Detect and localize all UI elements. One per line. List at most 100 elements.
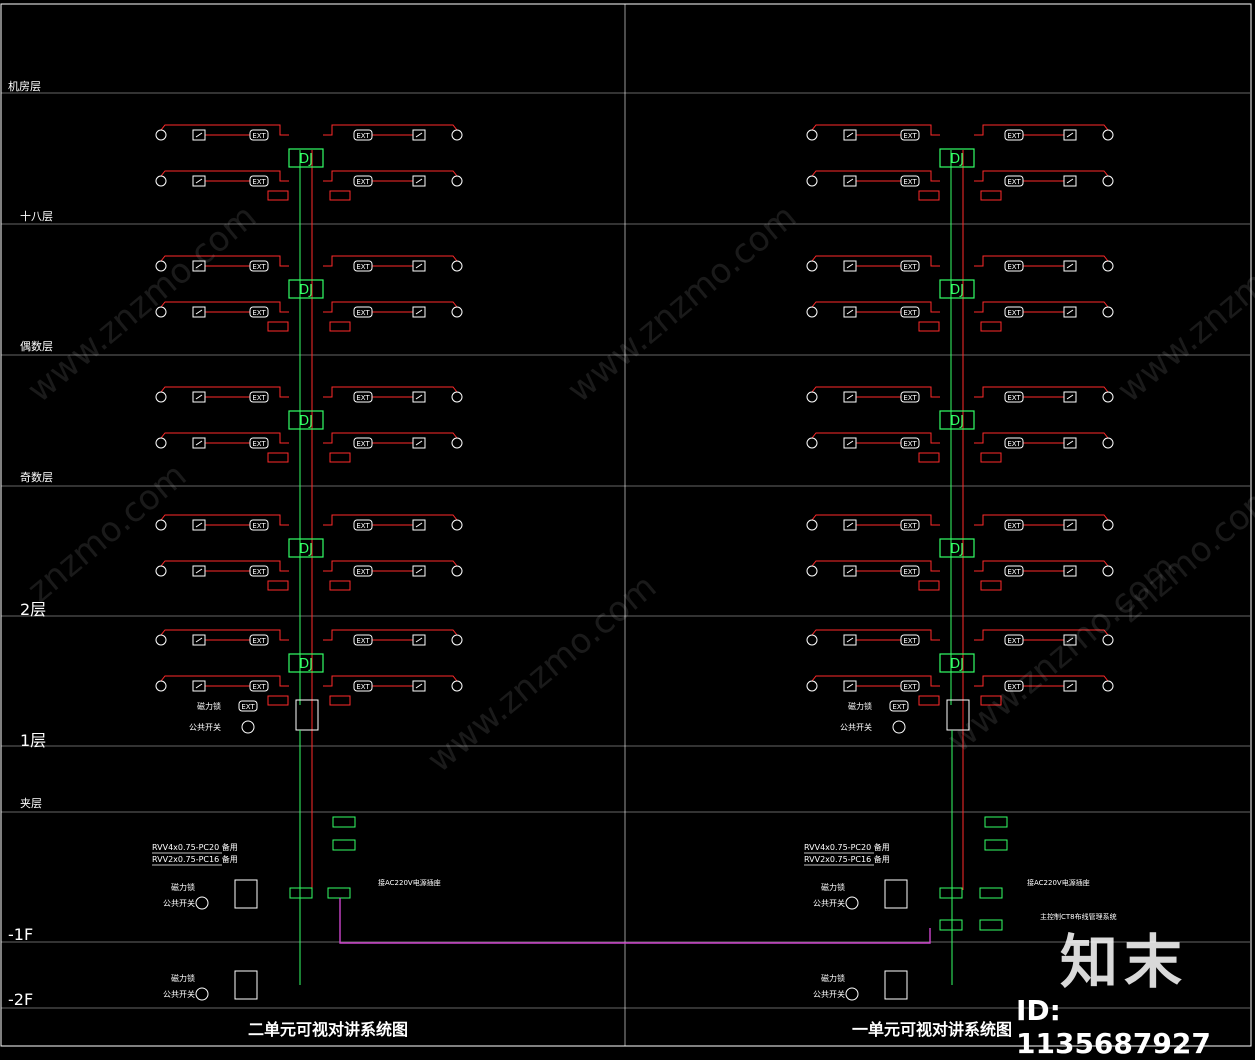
junction-box — [329, 321, 351, 332]
extension-icon — [249, 306, 269, 318]
branch-wire — [323, 514, 458, 526]
extension-label: EXT — [1007, 394, 1021, 402]
terminal-icon — [451, 391, 463, 403]
extension-icon — [1004, 565, 1024, 577]
terminal-icon — [806, 391, 818, 403]
branch-wire — [160, 514, 289, 526]
extension-label: EXT — [356, 132, 370, 140]
distributor-label: DJ — [299, 542, 313, 557]
branch-wire — [160, 124, 289, 136]
extension-icon — [249, 129, 269, 141]
extension-icon — [1004, 680, 1024, 692]
indoor-unit-mark — [846, 178, 854, 184]
indoor-unit-mark — [846, 394, 854, 400]
indoor-unit-icon — [412, 306, 426, 318]
indoor-unit-mark — [846, 683, 854, 689]
distributor-box — [939, 148, 975, 168]
extension-label: EXT — [903, 394, 917, 402]
cable-label-2: RVV2x0.75-PC16 备用 — [804, 854, 890, 864]
extension-icon — [249, 680, 269, 692]
indoor-unit-icon — [1063, 565, 1077, 577]
distributor-box — [288, 410, 324, 430]
terminal-icon — [451, 565, 463, 577]
distributor-label: DJ — [950, 152, 964, 167]
terminal-icon — [155, 634, 167, 646]
extension-label: EXT — [903, 522, 917, 530]
terminal-icon — [806, 437, 818, 449]
extension-icon — [353, 306, 373, 318]
terminal-icon — [1102, 519, 1114, 531]
indoor-unit-icon — [192, 565, 206, 577]
basement-panel — [884, 879, 908, 909]
extension-label: EXT — [252, 263, 266, 271]
extension-icon — [900, 306, 920, 318]
indoor-unit-mark — [415, 522, 423, 528]
branch-wire — [323, 432, 458, 444]
indoor-unit-icon — [412, 260, 426, 272]
indoor-unit-icon — [412, 680, 426, 692]
indoor-unit-icon — [192, 260, 206, 272]
indoor-unit-mark — [415, 263, 423, 269]
extension-label: EXT — [892, 703, 906, 711]
indoor-unit-mark — [846, 522, 854, 528]
junction-box — [918, 695, 940, 706]
power-note-right: 接AC220V电源插座 — [1027, 878, 1090, 887]
indoor-unit-icon — [843, 129, 857, 141]
extension-icon — [1004, 129, 1024, 141]
indoor-unit-mark — [1066, 522, 1074, 528]
basement-panel — [234, 970, 258, 1000]
indoor-unit-icon — [192, 634, 206, 646]
extension-label: EXT — [903, 178, 917, 186]
terminal-icon — [1102, 634, 1114, 646]
equipment-box — [984, 816, 1008, 828]
branch-wire — [974, 432, 1109, 444]
indoor-unit-icon — [843, 260, 857, 272]
terminal-icon — [155, 437, 167, 449]
distributor-box — [288, 279, 324, 299]
extension-label: EXT — [1007, 263, 1021, 271]
branch-wire — [323, 675, 458, 687]
indoor-unit-icon — [192, 175, 206, 187]
terminal-icon — [155, 129, 167, 141]
junction-box — [918, 190, 940, 201]
junction-box — [918, 321, 940, 332]
distributor-label: DJ — [299, 152, 313, 167]
floor-label-18: 十八层 — [20, 210, 53, 223]
terminal-icon — [806, 634, 818, 646]
extension-label: EXT — [1007, 568, 1021, 576]
extension-icon — [1004, 175, 1024, 187]
branch-wire — [160, 432, 289, 444]
indoor-unit-mark — [846, 440, 854, 446]
floor-label-machine-room: 机房层 — [8, 80, 41, 93]
brand-logo: 知末 — [1060, 928, 1189, 996]
indoor-unit-mark — [1066, 394, 1074, 400]
extension-icon — [353, 437, 373, 449]
indoor-unit-icon — [192, 129, 206, 141]
extension-label: EXT — [1007, 309, 1021, 317]
junction-box — [267, 580, 289, 591]
terminal-icon — [1102, 260, 1114, 272]
junction-box — [980, 695, 1002, 706]
extension-icon — [249, 437, 269, 449]
junction-box — [329, 452, 351, 463]
indoor-unit-icon — [412, 175, 426, 187]
indoor-unit-mark — [415, 683, 423, 689]
terminal-icon — [806, 565, 818, 577]
extension-icon — [1004, 634, 1024, 646]
branch-wire — [811, 432, 940, 444]
extension-label: EXT — [903, 263, 917, 271]
distributor-box — [288, 653, 324, 673]
branch-wire — [323, 386, 458, 398]
extension-label: EXT — [903, 637, 917, 645]
terminal-icon — [155, 565, 167, 577]
terminal-icon — [806, 519, 818, 531]
extension-label: EXT — [903, 440, 917, 448]
indoor-unit-mark — [195, 440, 203, 446]
branch-wire — [323, 124, 458, 136]
indoor-unit-icon — [1063, 391, 1077, 403]
branch-wire — [974, 560, 1109, 572]
public-switch-icon — [892, 720, 906, 734]
